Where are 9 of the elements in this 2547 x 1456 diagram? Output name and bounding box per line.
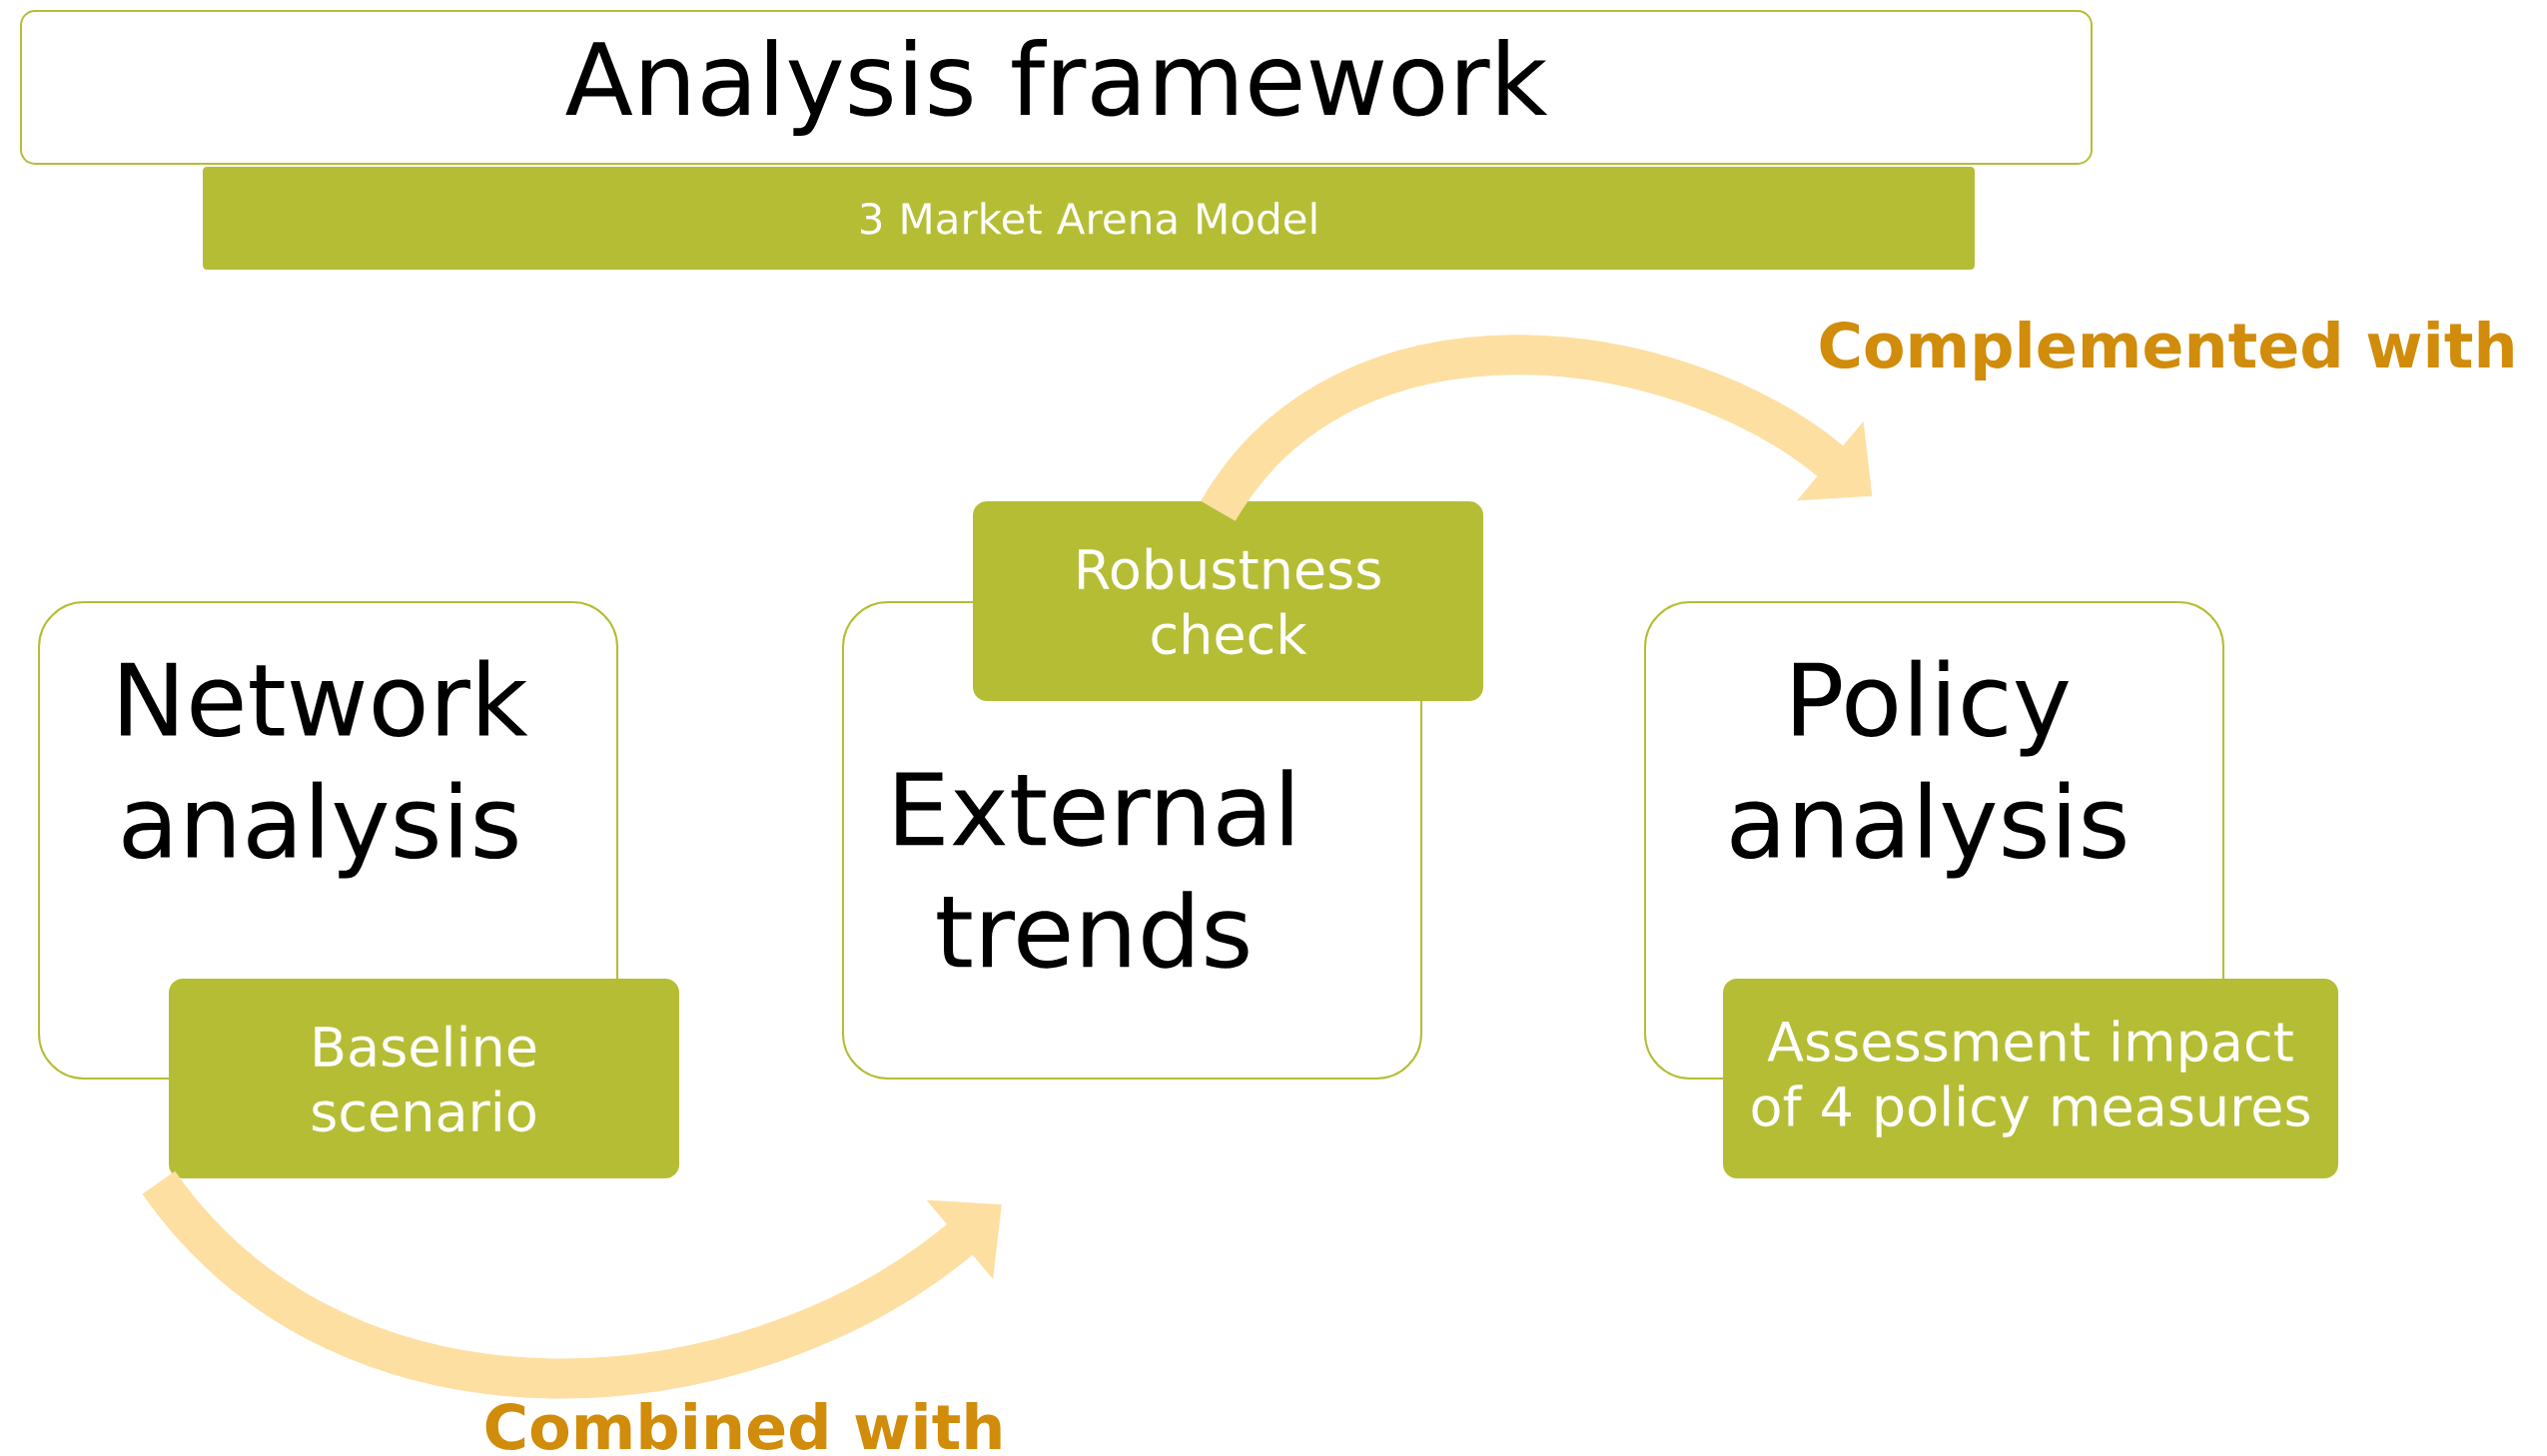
banner-bar: 3 Market Arena Model xyxy=(203,167,1975,270)
edge-label: Combined with xyxy=(485,1402,1001,1450)
label-box: Assessment impact of 4 policy measures xyxy=(1723,979,2338,1178)
label-box: Baseline scenario xyxy=(169,979,679,1178)
node-label: 3 Market Arena Model xyxy=(860,202,1316,235)
curved-arrow xyxy=(143,1169,1002,1399)
label-box: Robustness check xyxy=(973,501,1483,701)
frame-box: Analysis framework xyxy=(20,10,2093,165)
edge-label: Complemented with xyxy=(1820,321,2513,380)
